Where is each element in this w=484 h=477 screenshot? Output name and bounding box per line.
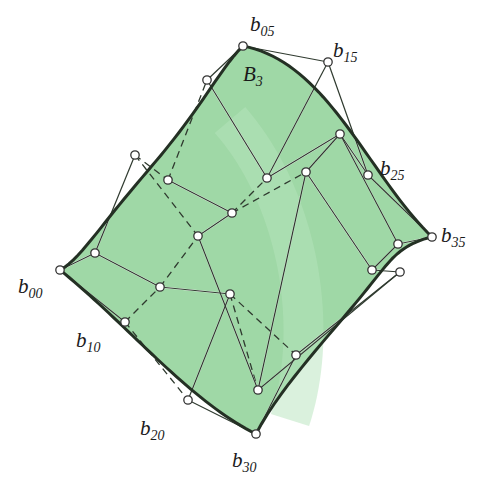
control-net-line (306, 172, 372, 270)
patch-surface (60, 46, 432, 434)
control-point (239, 42, 247, 50)
control-net-line (267, 134, 340, 178)
control-point (131, 151, 139, 159)
control-net-line (258, 172, 306, 390)
control-point (263, 174, 271, 182)
control-net-line (232, 178, 267, 213)
control-net-line (258, 172, 306, 390)
control-net-line (306, 134, 340, 172)
control-point (156, 283, 164, 291)
point-label: b10 (76, 330, 101, 355)
control-net-line (328, 62, 368, 175)
control-point (194, 232, 202, 240)
control-point (428, 233, 436, 241)
control-point (302, 168, 310, 176)
control-net-line (188, 294, 230, 400)
control-net-line (198, 213, 232, 236)
surface-highlight (230, 120, 304, 420)
control-net-line (198, 236, 258, 390)
control-net-line (328, 62, 368, 175)
control-net-line (95, 253, 160, 287)
control-net-line (207, 80, 267, 178)
control-net-line (258, 272, 400, 390)
control-net-line (232, 172, 306, 213)
point-label: b00 (18, 276, 43, 301)
control-point (164, 176, 172, 184)
control-net-line (340, 134, 368, 175)
control-point (252, 430, 260, 438)
control-point (292, 351, 300, 359)
point-label: b25 (380, 158, 405, 183)
control-point (364, 171, 372, 179)
control-point (91, 249, 99, 257)
control-net-line (95, 253, 160, 287)
control-point (324, 58, 332, 66)
point-label: b30 (232, 450, 257, 475)
control-net-line (95, 155, 135, 253)
control-point (184, 396, 192, 404)
control-net-line (230, 294, 296, 355)
control-point (394, 240, 402, 248)
point-label: b05 (250, 14, 275, 39)
control-net-line (125, 322, 188, 400)
control-net-line (340, 134, 398, 244)
control-net-line (230, 294, 258, 390)
control-net-line (135, 155, 198, 236)
control-net-line (267, 62, 328, 178)
control-net-line (198, 236, 258, 390)
point-label: b15 (333, 40, 358, 65)
point-label: B3 (243, 64, 263, 89)
control-net-line (198, 213, 232, 236)
control-net-line (188, 294, 230, 400)
control-net-line (340, 134, 368, 175)
control-net-line (340, 134, 398, 244)
control-net-line (125, 287, 160, 322)
point-label: b20 (140, 418, 165, 443)
control-net-line (207, 80, 267, 178)
control-net-line (160, 236, 198, 287)
control-point (396, 268, 404, 276)
control-net-line (306, 134, 340, 172)
control-point (228, 209, 236, 217)
control-net-line (168, 180, 232, 213)
control-net-line (168, 80, 207, 180)
control-point (203, 76, 211, 84)
control-net-line (95, 155, 135, 253)
control-point (368, 266, 376, 274)
control-net-line (267, 62, 328, 178)
control-point (121, 318, 129, 326)
control-point (254, 386, 262, 394)
point-label: b35 (441, 225, 466, 250)
control-point (336, 130, 344, 138)
patch-boundary (60, 46, 432, 434)
control-point (226, 290, 234, 298)
control-net-line (258, 272, 400, 390)
control-point (56, 266, 64, 274)
control-net-line (306, 172, 372, 270)
control-net-line (168, 180, 232, 213)
